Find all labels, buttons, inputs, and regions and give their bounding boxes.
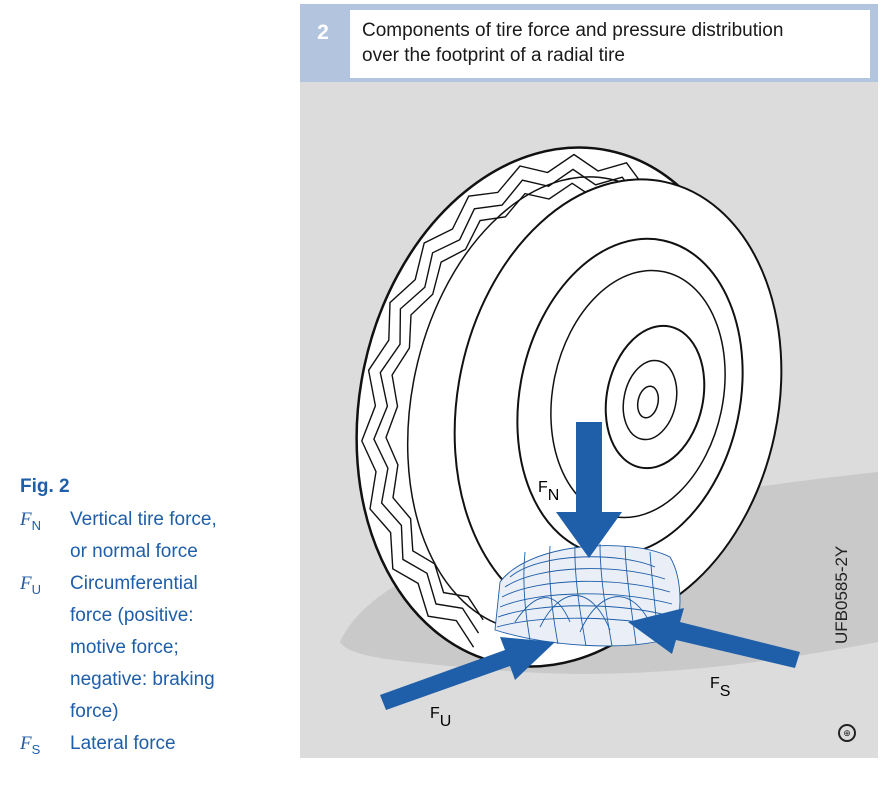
legend-item-fu: FU Circumferential force (positive: moti… <box>20 568 290 728</box>
legend-desc-fu: Circumferential force (positive: motive … <box>70 573 215 722</box>
copyright-mark-icon: ⊕ <box>838 724 856 742</box>
figure-label: Fig. 2 <box>20 476 70 497</box>
legend-item-fs: FS Lateral force <box>20 728 290 766</box>
legend-symbol-fu: FU <box>20 573 41 597</box>
legend-desc-fn: Vertical tire force, or normal force <box>70 509 217 562</box>
figure-caption: Fig. 2 FN Vertical tire force, or normal… <box>20 476 290 766</box>
panel-header: 2 Components of tire force and pressure … <box>300 4 878 82</box>
label-fs: FS <box>710 675 730 700</box>
panel-number: 2 <box>317 21 329 44</box>
hub-center <box>636 385 660 419</box>
label-fn: FN <box>538 479 559 504</box>
legend-symbol-fs: FS <box>20 733 41 757</box>
legend-desc-fs: Lateral force <box>70 733 176 754</box>
hub-middle <box>622 359 678 441</box>
legend-symbol-fn: FN <box>20 509 41 533</box>
panel-title: Components of tire force and pressure di… <box>350 10 870 78</box>
figure-code: UFB0585-2Y <box>832 545 851 644</box>
legend-item-fn: FN Vertical tire force, or normal force <box>20 504 290 568</box>
tire-diagram: FN FU FS <box>340 146 878 730</box>
label-fu: FU <box>430 705 451 730</box>
figure-panel: 2 Components of tire force and pressure … <box>300 4 878 758</box>
arrow-fu <box>380 637 555 710</box>
arrow-fs <box>628 608 800 668</box>
arrow-fn <box>556 422 622 558</box>
